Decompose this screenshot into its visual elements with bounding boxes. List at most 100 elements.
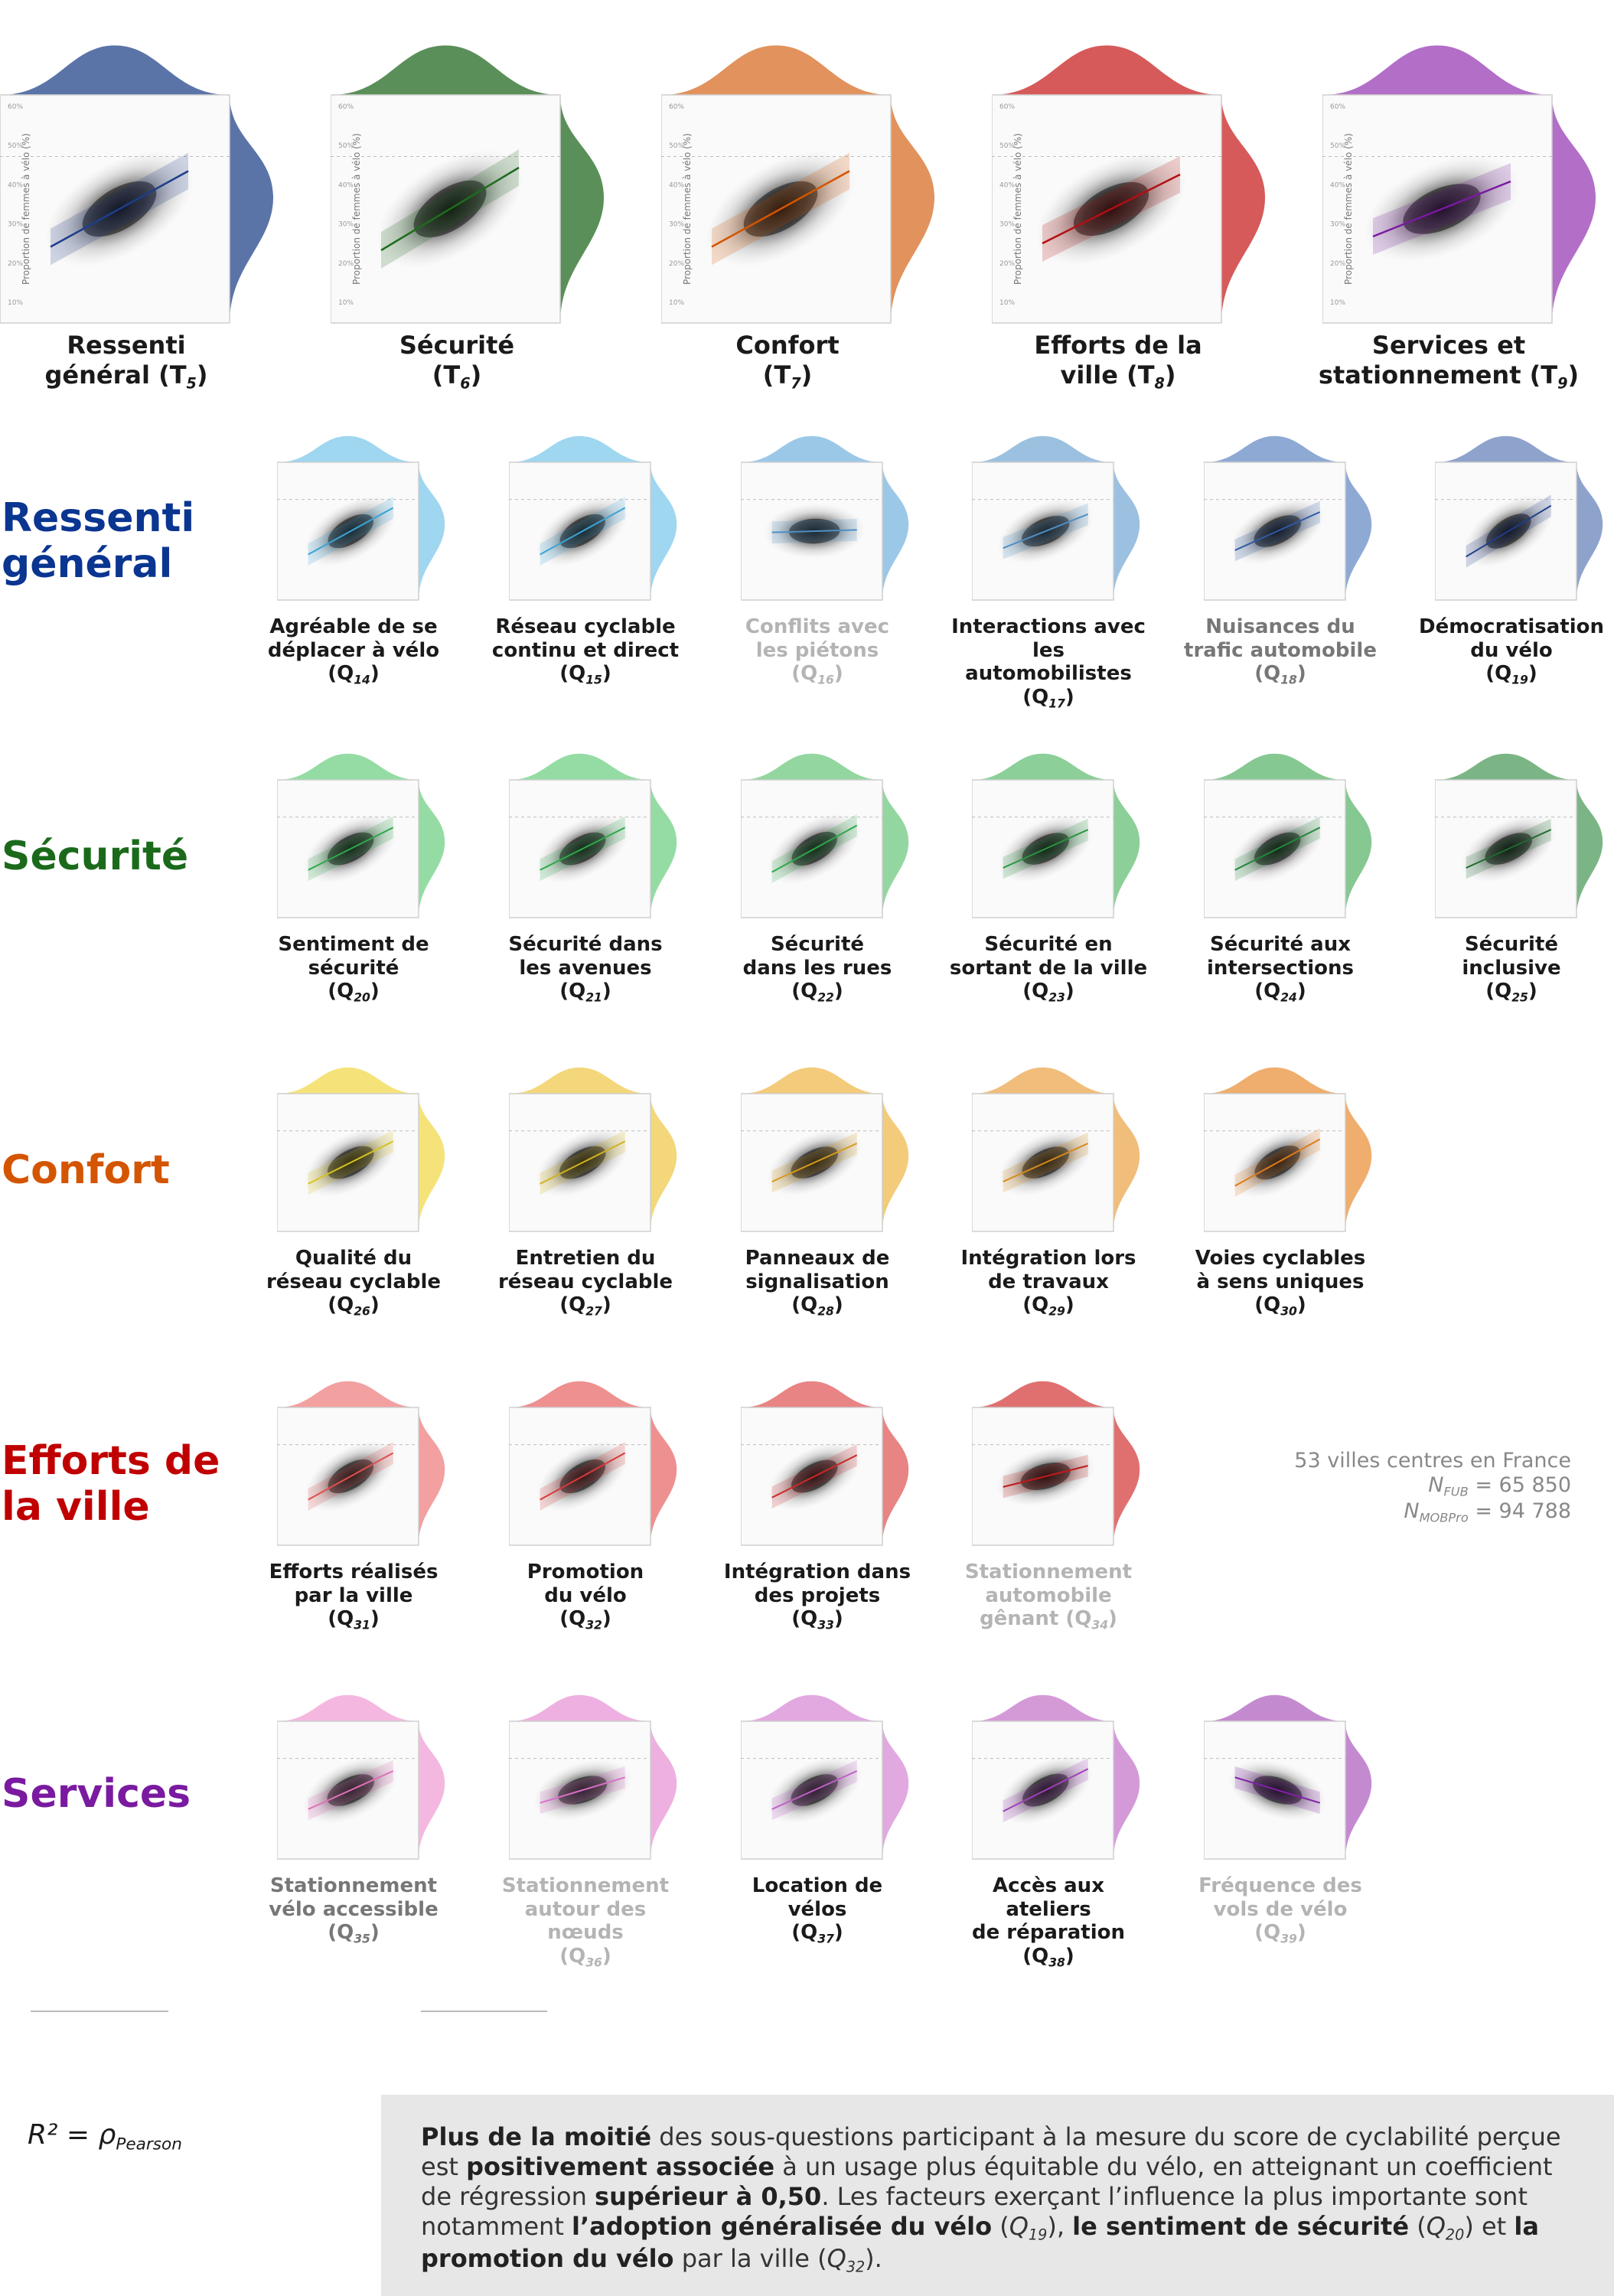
right-marginal-density: [1552, 95, 1596, 323]
label-subscript: 5: [186, 374, 197, 393]
y-tick-label: 60%: [669, 103, 684, 111]
label-line: (Q: [791, 662, 818, 686]
label-close-paren: ): [1065, 1293, 1074, 1317]
label-close-paren: ): [370, 1607, 380, 1631]
label-line: (Q: [559, 662, 586, 686]
right-marginal-density: [882, 462, 909, 600]
right-marginal-density: [1113, 780, 1140, 918]
top-marginal-density: [509, 753, 650, 780]
n-mobpro-value: = 94 788: [1468, 1499, 1571, 1524]
top-marginal-density: [277, 1381, 419, 1407]
label-subscript: 8: [1154, 374, 1165, 393]
scatter-plot: [277, 1381, 445, 1546]
label-subscript: 31: [354, 1618, 370, 1632]
label-line: (Q: [1254, 1921, 1281, 1945]
right-marginal-density: [1577, 462, 1603, 600]
scatter-plot: [741, 753, 909, 918]
right-marginal-density: [419, 1094, 445, 1231]
label-line: vols de vélo: [1213, 1897, 1348, 1921]
y-tick-label: 50%: [999, 142, 1015, 150]
label-line: Services et: [1371, 331, 1526, 360]
top-marginal-density: [277, 753, 419, 780]
y-axis-label: Proportion de femmes à vélo (%): [21, 133, 31, 285]
label-line: Ressenti: [67, 331, 186, 360]
label-subscript: 27: [585, 1304, 602, 1319]
scatter-plot: [972, 1067, 1140, 1232]
lecture-emphasis: le sentiment de sécurité: [1072, 2212, 1410, 2242]
y-tick-label: 30%: [669, 221, 684, 229]
label-close-paren: ): [1528, 662, 1537, 686]
lecture-q: Q: [1009, 2212, 1029, 2242]
label-close-paren: ): [1296, 980, 1306, 1003]
top-marginal-density: [509, 1381, 650, 1407]
top-marginal-density: [992, 45, 1221, 95]
label-subscript: 35: [354, 1932, 370, 1946]
top-panel-2: 60%50%40%30%20%10%Proportion de femmes à…: [331, 6, 637, 404]
y-tick-label: 10%: [1330, 299, 1345, 307]
y-axis-label: Proportion de femmes à vélo (%): [351, 133, 362, 285]
row-title-line: la ville: [2, 1483, 150, 1530]
label-line: (Q: [1022, 686, 1049, 709]
right-marginal-density: [419, 1407, 445, 1545]
right-marginal-density: [650, 1094, 677, 1231]
top-marginal-density: [1204, 753, 1345, 780]
label-line: (Q: [1485, 662, 1512, 686]
y-tick-label: 60%: [338, 103, 354, 111]
label-line: signalisation: [745, 1270, 889, 1293]
scatter-plot: [1204, 435, 1372, 601]
label-close-paren: ): [196, 360, 208, 390]
label-subscript: 32: [585, 1618, 602, 1632]
row-title-line: Ressenti: [2, 495, 195, 541]
n-mobpro-label: N: [1404, 1499, 1420, 1524]
lecture-rule: [421, 2011, 547, 2012]
label-close-paren: ): [1164, 360, 1176, 390]
lecture-emphasis: l’adoption généralisée du vélo: [572, 2212, 993, 2242]
right-marginal-density: [882, 1094, 909, 1231]
label-line: Fréquence des: [1198, 1874, 1362, 1897]
scatter-plot: [1435, 753, 1603, 918]
top-marginal-density: [277, 1067, 419, 1094]
label-line: Entretien du: [515, 1247, 656, 1270]
top-marginal-density: [1435, 753, 1577, 780]
row-title-line: Services: [2, 1771, 191, 1817]
label-line: vélos: [787, 1897, 847, 1921]
n-fub-label: N: [1428, 1473, 1444, 1498]
top-panel-1: 60%50%40%30%20%10%Proportion de femmes à…: [0, 6, 306, 404]
top-marginal-density: [972, 1067, 1113, 1094]
label-subscript: 17: [1048, 696, 1065, 711]
regression-line: [1003, 829, 1089, 869]
label-line: intersections: [1206, 956, 1355, 980]
top-marginal-density: [741, 753, 882, 780]
label-line: autour des nœuds: [524, 1897, 647, 1945]
y-axis-label: Proportion de femmes à vélo (%): [682, 133, 693, 285]
label-subscript: 30: [1280, 1304, 1297, 1319]
regression-line: [771, 824, 858, 873]
lecture-text: ),: [1047, 2212, 1073, 2242]
label-subscript: 9: [1557, 374, 1568, 393]
regression-line: [1042, 173, 1181, 245]
right-marginal-density: [1345, 1721, 1372, 1859]
regression-line: [1234, 1138, 1321, 1187]
right-marginal-density: [560, 95, 604, 323]
label-line: par la ville: [294, 1583, 413, 1607]
label-line: Sécurité: [770, 933, 865, 956]
label-line: Sécurité: [1464, 933, 1559, 956]
label-line: (Q: [1254, 980, 1281, 1003]
y-tick-label: 50%: [669, 142, 684, 150]
right-marginal-density: [882, 780, 909, 918]
label-line: gênant (Q: [980, 1607, 1092, 1631]
label-close-paren: ): [602, 1293, 611, 1317]
